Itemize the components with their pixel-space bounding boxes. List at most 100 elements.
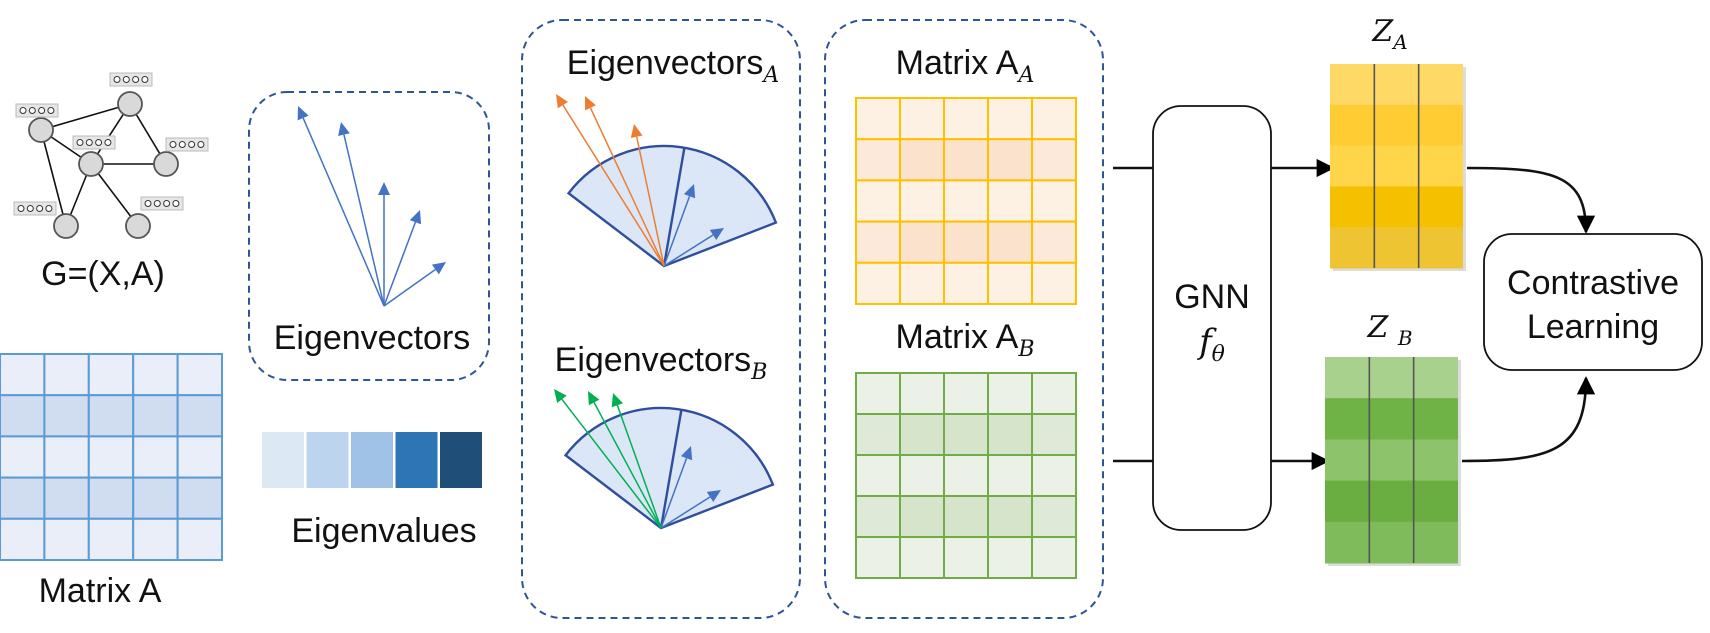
matrix-cell	[1031, 261, 1077, 305]
eigenvector-arrow	[663, 228, 724, 267]
eigenvector-arrow	[383, 262, 446, 307]
matrix-cell	[43, 353, 90, 397]
matrix-cell	[899, 138, 945, 182]
node-feature-tags	[13, 72, 209, 216]
feature-tag	[13, 201, 57, 216]
matrix-cell	[855, 97, 901, 141]
matrix-cell	[855, 454, 901, 497]
matrices-ab-box	[824, 19, 1104, 619]
matrix-cell	[87, 435, 135, 479]
matrix-cell	[1031, 495, 1077, 538]
eigenvector-arrow	[383, 210, 422, 307]
perturbed-eigenvector-arrow	[611, 393, 662, 529]
perturbed-eigenvector-arrow	[585, 96, 665, 267]
embedding-row	[1330, 227, 1463, 269]
matrix-cell	[987, 138, 1033, 182]
matrix-cell	[943, 454, 989, 497]
matrix-cell	[943, 413, 989, 456]
matrix-cell	[899, 97, 945, 141]
matrix-cell	[987, 179, 1033, 223]
matrix-cell	[1031, 138, 1077, 182]
matrix-cell	[943, 261, 989, 305]
perturbed-eigenvector-arrow	[588, 391, 662, 529]
matrix-cell	[43, 517, 90, 561]
feature-tag	[15, 103, 59, 118]
matrix-cell	[943, 179, 989, 223]
matrix-ab-grid	[855, 372, 1077, 579]
sector-divider	[662, 147, 686, 267]
matrix-cell	[1031, 220, 1077, 264]
perturbed-eigenvector-arrow	[630, 124, 665, 267]
matrix-cell	[1031, 454, 1077, 497]
matrix-aa-label: Matrix AA	[895, 44, 1035, 88]
embedding-row	[1330, 145, 1463, 187]
eigenvalue-cell	[351, 432, 393, 488]
eigenvectors-a-label: EigenvectorsA	[566, 44, 780, 88]
eigenvalue-cell	[262, 432, 304, 488]
matrix-cell	[943, 138, 989, 182]
eigenvalue-cell	[306, 432, 349, 488]
eigenvalues-label: Eigenvalues	[291, 512, 477, 550]
matrix-cell	[87, 353, 135, 397]
matrix-cell	[855, 138, 901, 182]
matrix-cell	[899, 261, 945, 305]
eigenvalues-bar	[262, 432, 482, 488]
contrastive-label-line2: Learning	[1526, 308, 1660, 346]
matrix-cell	[987, 261, 1033, 305]
matrix-cell	[987, 536, 1033, 579]
matrix-cell	[943, 220, 989, 264]
matrix-cell	[43, 476, 90, 520]
matrix-a-grid	[0, 353, 224, 561]
matrix-cell	[1031, 372, 1077, 415]
matrix-cell	[987, 454, 1033, 497]
embedding-za	[1330, 64, 1466, 271]
eigenvector-arrow	[378, 182, 390, 306]
matrix-cell	[987, 372, 1033, 415]
matrix-cell	[943, 97, 989, 141]
matrix-cell	[987, 97, 1033, 141]
matrix-cell	[0, 435, 46, 479]
matrix-cell	[176, 394, 224, 438]
eigenvector-arrow	[297, 106, 385, 307]
matrix-cell	[87, 517, 135, 561]
embedding-row	[1325, 480, 1458, 523]
matrix-cell	[176, 353, 224, 397]
graph-node	[117, 91, 143, 117]
matrix-a-label: Matrix A	[38, 572, 162, 610]
matrix-cell	[132, 353, 179, 397]
feature-tag	[140, 196, 184, 211]
graph-label: G=(X,A)	[41, 255, 165, 293]
matrix-cell	[1031, 97, 1077, 141]
matrix-cell	[176, 517, 224, 561]
perturbed-eigenvector-arrow	[554, 389, 662, 529]
graph-node	[28, 117, 54, 143]
matrix-aa-grid	[855, 97, 1077, 305]
eigenvectors-b-label: EigenvectorsB	[554, 341, 768, 385]
gnn-label: GNN	[1174, 278, 1250, 316]
matrix-cell	[899, 413, 945, 456]
graph-node	[125, 213, 151, 239]
eigenvector-arrow	[660, 490, 721, 529]
graph-node	[53, 213, 79, 239]
embedding-row	[1325, 357, 1458, 399]
eigenvector-arrows	[297, 106, 446, 307]
eigenvector-arrow	[338, 122, 385, 307]
matrix-cell	[855, 179, 901, 223]
eigenvectors-box	[248, 91, 490, 381]
embedding-row	[1325, 398, 1458, 440]
matrix-cell	[899, 495, 945, 538]
embedding-row	[1330, 186, 1463, 228]
matrix-cell	[87, 394, 135, 438]
matrix-cell	[1031, 413, 1077, 456]
zb-label: Z B	[1367, 310, 1413, 350]
matrix-cell	[987, 413, 1033, 456]
matrix-cell	[899, 179, 945, 223]
feature-tag	[72, 135, 116, 150]
matrix-ab-label: Matrix AB	[895, 318, 1035, 362]
embedding-row	[1330, 104, 1463, 147]
matrix-cell	[855, 495, 901, 538]
eigenvalue-cell	[395, 432, 438, 488]
matrix-cell	[855, 413, 901, 456]
gnn-box	[1152, 105, 1272, 531]
